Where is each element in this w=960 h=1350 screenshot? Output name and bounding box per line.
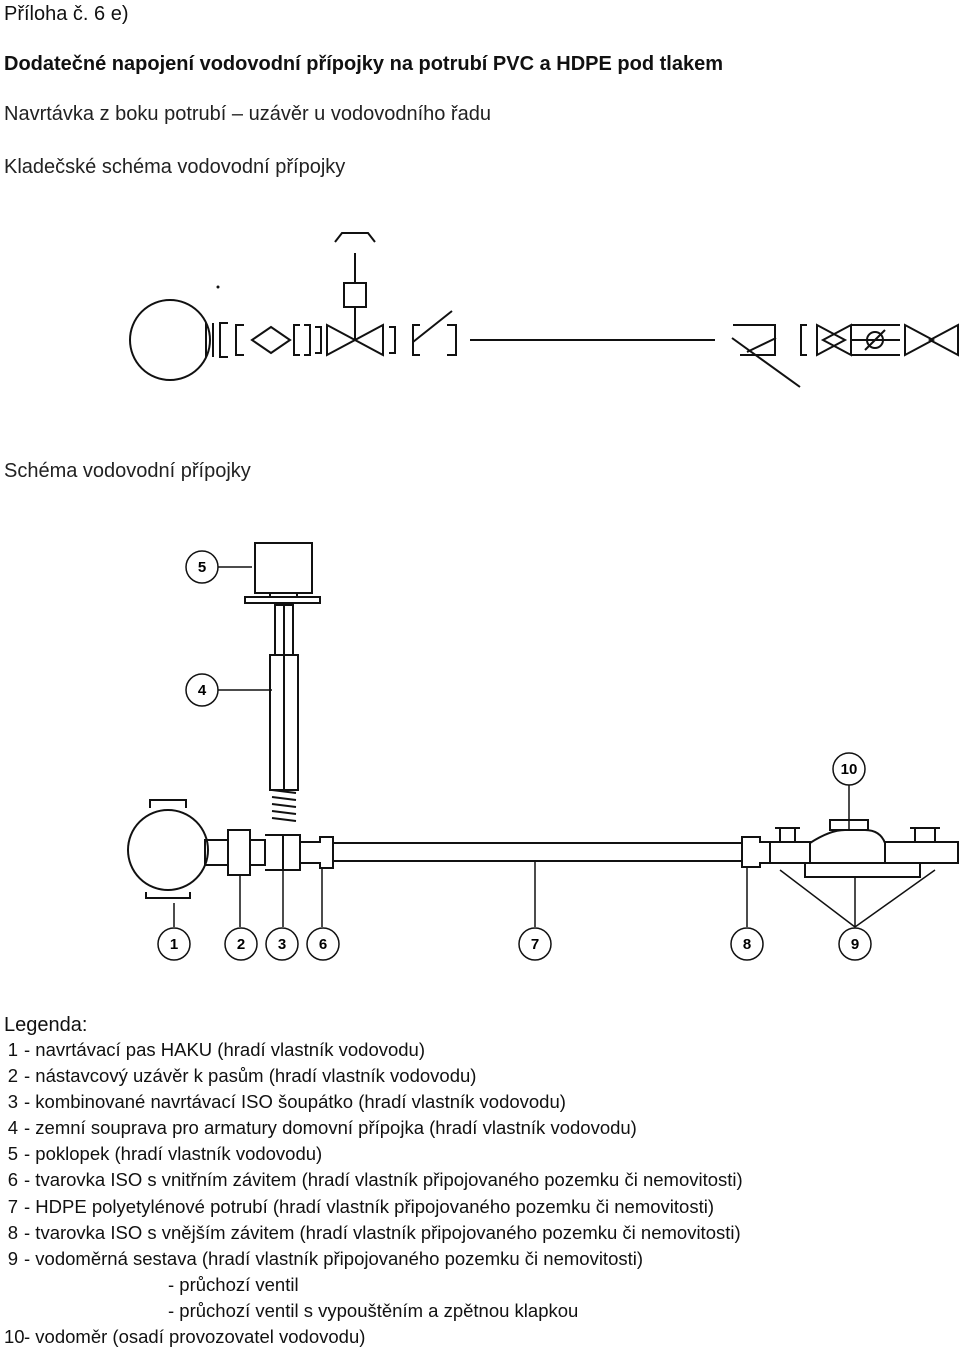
coupling-symbol — [235, 324, 244, 356]
laying-scheme-diagram — [129, 232, 959, 388]
callout-2: 2 — [224, 927, 258, 961]
svg-text:3: 3 — [278, 936, 286, 953]
legend-item-1: 1- navrtávací pas HAKU (hradí vlastník v… — [7, 1039, 426, 1060]
schema2-title: Schéma vodovodní přípojky — [4, 460, 251, 482]
legend-title: Legenda: — [4, 1014, 88, 1036]
stem-thread — [271, 789, 297, 822]
legend-item-8: 8- tvarovka ISO s vnějším závitem (hradí… — [7, 1221, 741, 1243]
iso-fitting-symbol — [412, 324, 420, 356]
meter-set-valve-right — [885, 841, 959, 864]
svg-text:5: 5 — [198, 559, 206, 576]
legend-item-4: 4- zemní souprava pro armatury domovní p… — [7, 1117, 637, 1139]
callout-3: 3 — [265, 927, 299, 961]
main-pipe-symbol — [129, 299, 211, 381]
extension-valve-symbol — [250, 325, 292, 355]
saddle-clamp — [149, 799, 187, 808]
callout-1: 1 — [157, 927, 191, 961]
svg-text:8: 8 — [743, 936, 751, 953]
callout-7: 7 — [518, 927, 552, 961]
attachment-label: Příloha č. 6 e) — [4, 3, 129, 25]
iso-fitting-inner-thread — [300, 836, 334, 869]
callout-8: 8 — [730, 927, 764, 961]
legend-item-5: 5- poklopek (hradí vlastník vodovodu) — [7, 1143, 323, 1165]
svg-text:10: 10 — [841, 761, 858, 778]
water-meter-symbol — [866, 331, 884, 349]
svg-text:7: 7 — [531, 936, 539, 953]
water-meter — [809, 829, 886, 864]
meter-set-valve-left — [770, 841, 811, 864]
legend-item-6: 6- tvarovka ISO s vnitřním závitem (hrad… — [7, 1169, 743, 1191]
legend-item-7: 7- HDPE polyetylénové potrubí (hradí vla… — [7, 1195, 714, 1217]
gate-valve-symbol — [326, 323, 358, 357]
legend-list: 1- navrtávací pas HAKU (hradí vlastník v… — [4, 1037, 743, 1350]
meter-valve-symbol — [816, 323, 848, 357]
callout-10: 10 — [832, 752, 866, 786]
main-pipe — [127, 809, 209, 891]
svg-text:1: 1 — [170, 936, 178, 953]
page-title: Dodatečné napojení vodovodní přípojky na… — [4, 53, 723, 75]
legend-item-2: 2- nástavcový uzávěr k pasům (hradí vlas… — [7, 1065, 477, 1087]
legend-subitem-1: - průchozí ventil — [168, 1273, 299, 1295]
schema1-title: Kladečské schéma vodovodní přípojky — [4, 156, 346, 178]
valve-stem-symbol — [343, 282, 367, 308]
legend-item-9: 9- vodoměrná sestava (hradí vlastník při… — [7, 1247, 644, 1269]
callout-4: 4 — [185, 673, 219, 707]
callout-9: 9 — [838, 927, 872, 961]
surface-box-symbol — [334, 232, 376, 243]
legend-item-10: 10- vodoměr (osadí provozovatel vodovodu… — [4, 1326, 366, 1348]
tapping-saddle-symbol — [205, 322, 228, 358]
surface-box — [254, 542, 313, 594]
svg-text:6: 6 — [319, 936, 327, 953]
outlet-valve-symbol — [904, 323, 936, 357]
callout-6: 6 — [306, 927, 340, 961]
svg-text:9: 9 — [851, 936, 859, 953]
legend-subitem-2: - průchozí ventil s vypouštěním a zpětno… — [168, 1299, 579, 1321]
svg-text:2: 2 — [237, 936, 245, 953]
callout-5: 5 — [185, 550, 219, 584]
legend-item-3: 3- kombinované navrtávací ISO šoupátko (… — [7, 1091, 566, 1113]
iso-fitting-outer-thread — [741, 836, 771, 868]
page-subtitle: Navrtávka z boku potrubí – uzávěr u vodo… — [4, 103, 491, 125]
svg-text:4: 4 — [198, 682, 207, 699]
connection-scheme-diagram: 1 2 3 6 7 8 9 5 — [127, 542, 959, 961]
